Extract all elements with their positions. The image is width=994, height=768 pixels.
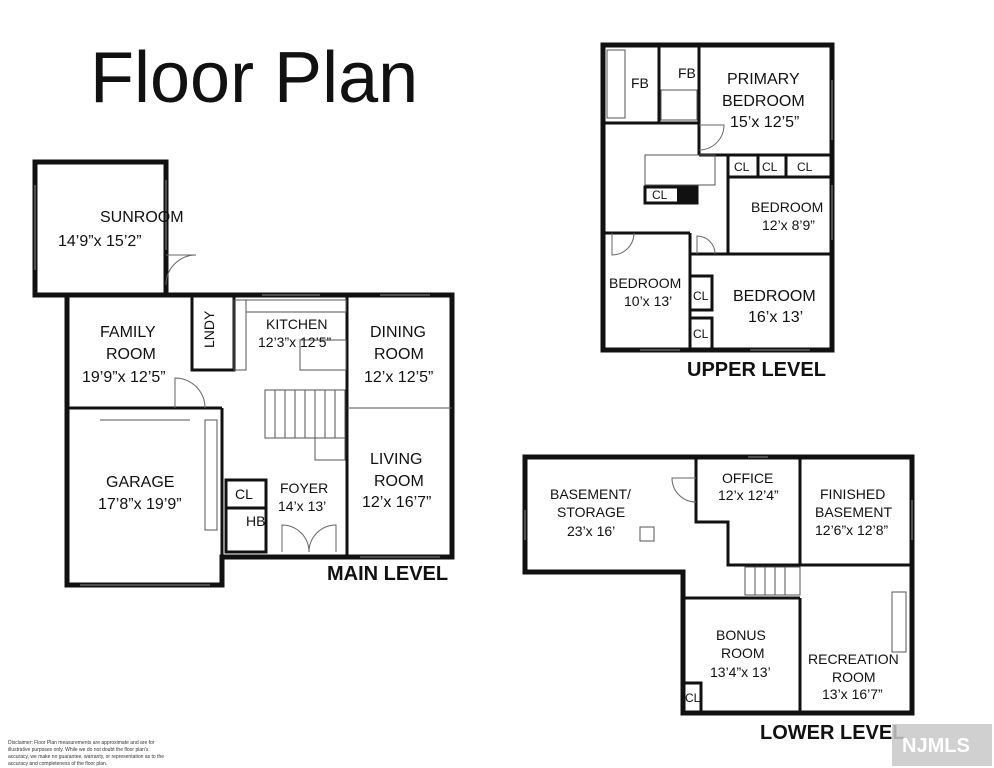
basement-name-1: BASEMENT/ bbox=[550, 486, 631, 502]
living-name-1: LIVING bbox=[370, 451, 422, 468]
closet-u6-label: CL bbox=[693, 327, 709, 341]
upper-level-label: UPPER LEVEL bbox=[687, 359, 826, 381]
full-bath-2-walls bbox=[657, 43, 701, 125]
bedroom4-dim: 16’x 13’ bbox=[748, 309, 803, 326]
kitchen-dim: 12’3”x 12’5” bbox=[258, 334, 331, 350]
recreation-name-1: RECREATION bbox=[808, 651, 899, 667]
bedroom4-door bbox=[696, 235, 716, 255]
disclaimer-line-3: accuracy, we make no guarantee, warranty… bbox=[8, 754, 164, 760]
bedroom2-name: BEDROOM bbox=[751, 199, 823, 215]
upper-outer-walls bbox=[600, 42, 835, 353]
primary-name-2: BEDROOM bbox=[722, 93, 805, 110]
bedroom2-walls bbox=[726, 175, 834, 256]
kitchen-counter-top bbox=[245, 299, 347, 313]
bedroom4-name: BEDROOM bbox=[733, 288, 816, 305]
garage-name: GARAGE bbox=[106, 474, 174, 491]
full-bath-2-label: FB bbox=[678, 65, 696, 81]
living-dim: 12’x 16’7” bbox=[362, 494, 431, 511]
recreation-dim: 13’x 16’7” bbox=[822, 686, 883, 702]
page-title: Floor Plan bbox=[90, 38, 418, 118]
closet-u4-label: CL bbox=[652, 188, 668, 202]
dining-name-2: ROOM bbox=[374, 346, 424, 363]
lower-stairs bbox=[744, 566, 801, 596]
closet-u4-fill bbox=[677, 188, 696, 202]
laundry-name: LNDY bbox=[201, 310, 217, 348]
garage-shelf bbox=[204, 419, 218, 531]
bonus-name-1: BONUS bbox=[716, 627, 766, 643]
shower bbox=[660, 89, 698, 121]
office-dim: 12’x 12’4” bbox=[718, 487, 779, 503]
njmls-watermark: NJMLS bbox=[892, 724, 992, 766]
office-walls bbox=[694, 457, 802, 567]
lower-closet-walls bbox=[681, 681, 703, 715]
bonus-dim: 13’4”x 13’ bbox=[710, 664, 771, 680]
primary-name-1: PRIMARY bbox=[727, 71, 800, 88]
disclaimer: Disclaimer: Floor Plan measurements are … bbox=[8, 740, 164, 767]
foyer-dim: 14’x 13’ bbox=[278, 498, 326, 514]
lower-closet-label: CL bbox=[685, 691, 701, 705]
half-bath-walls bbox=[224, 506, 268, 554]
bedroom3-dim: 10’x 13’ bbox=[624, 293, 672, 309]
recreation-shelf bbox=[891, 591, 907, 653]
sunroom-name: SUNROOM bbox=[100, 209, 184, 226]
basement-dim: 23’x 16’ bbox=[567, 523, 615, 539]
half-bath-label: HB bbox=[246, 513, 265, 529]
kitchen-name: KITCHEN bbox=[266, 316, 327, 332]
family-door bbox=[174, 377, 206, 409]
full-bath-1-label: FB bbox=[631, 75, 649, 91]
foyer-door-left bbox=[281, 524, 310, 553]
sunroom-walls bbox=[32, 159, 169, 298]
disclaimer-line-2: illustrative purposes only. While we do … bbox=[8, 747, 149, 753]
office-name: OFFICE bbox=[722, 470, 773, 486]
lower-level-label: LOWER LEVEL bbox=[760, 722, 904, 744]
support-post bbox=[639, 526, 655, 542]
recreation-name-2: ROOM bbox=[832, 669, 876, 685]
bonus-name-2: ROOM bbox=[721, 645, 765, 661]
finished-name-1: FINISHED bbox=[820, 486, 885, 502]
closet-u6 bbox=[688, 316, 714, 352]
closet-u5-label: CL bbox=[693, 289, 709, 303]
dining-dim: 12’x 12’5” bbox=[364, 369, 433, 386]
main-closet-label: CL bbox=[235, 486, 253, 502]
disclaimer-line-4: accuracy and completeness of the floor p… bbox=[8, 761, 107, 767]
bedroom2-dim: 12’x 8’9” bbox=[762, 217, 815, 233]
main-stairs bbox=[264, 389, 346, 461]
foyer-name: FOYER bbox=[280, 480, 328, 496]
watermark-text: NJMLS bbox=[902, 735, 970, 757]
closet-u1-label: CL bbox=[734, 160, 750, 174]
kitchen-island bbox=[299, 339, 347, 371]
closet-u4 bbox=[643, 185, 699, 205]
dining-name-1: DINING bbox=[370, 324, 426, 341]
finished-dim: 12’6”x 12’8” bbox=[815, 522, 888, 538]
primary-door bbox=[698, 124, 725, 151]
foyer-door-right bbox=[308, 524, 337, 553]
bedroom3-door bbox=[611, 232, 635, 256]
upper-level: FB FB PRIMARY BEDROOM 15’x 12’5” CL CL C… bbox=[600, 42, 835, 381]
upper-stairs bbox=[644, 154, 716, 186]
sunroom-dim: 14’9”x 15’2” bbox=[58, 233, 142, 250]
lower-level: BASEMENT/ STORAGE 23’x 16’ OFFICE 12’x 1… bbox=[522, 454, 915, 744]
basement-name-2: STORAGE bbox=[557, 504, 625, 520]
primary-dim: 15’x 12’5” bbox=[730, 114, 799, 131]
main-level: SUNROOM 14’9”x 15’2” FAMILY ROOM 19’9”x … bbox=[32, 159, 455, 588]
closet-u2-label: CL bbox=[762, 160, 778, 174]
living-name-2: ROOM bbox=[374, 473, 424, 490]
sunroom-door bbox=[165, 254, 197, 286]
disclaimer-line-1: Disclaimer: Floor Plan measurements are … bbox=[8, 740, 155, 746]
family-name-1: FAMILY bbox=[100, 324, 156, 341]
closet-u3-label: CL bbox=[797, 160, 813, 174]
garage-dim: 17’8”x 19’9” bbox=[98, 496, 182, 513]
bedroom3-name: BEDROOM bbox=[609, 275, 681, 291]
family-dim: 19’9”x 12’5” bbox=[82, 369, 166, 386]
bathtub bbox=[606, 49, 626, 119]
main-level-label: MAIN LEVEL bbox=[327, 563, 448, 585]
family-name-2: ROOM bbox=[106, 346, 156, 363]
closet-u5 bbox=[688, 274, 714, 312]
office-door bbox=[671, 477, 697, 503]
finished-name-2: BASEMENT bbox=[815, 504, 892, 520]
kitchen-counter bbox=[233, 299, 247, 371]
